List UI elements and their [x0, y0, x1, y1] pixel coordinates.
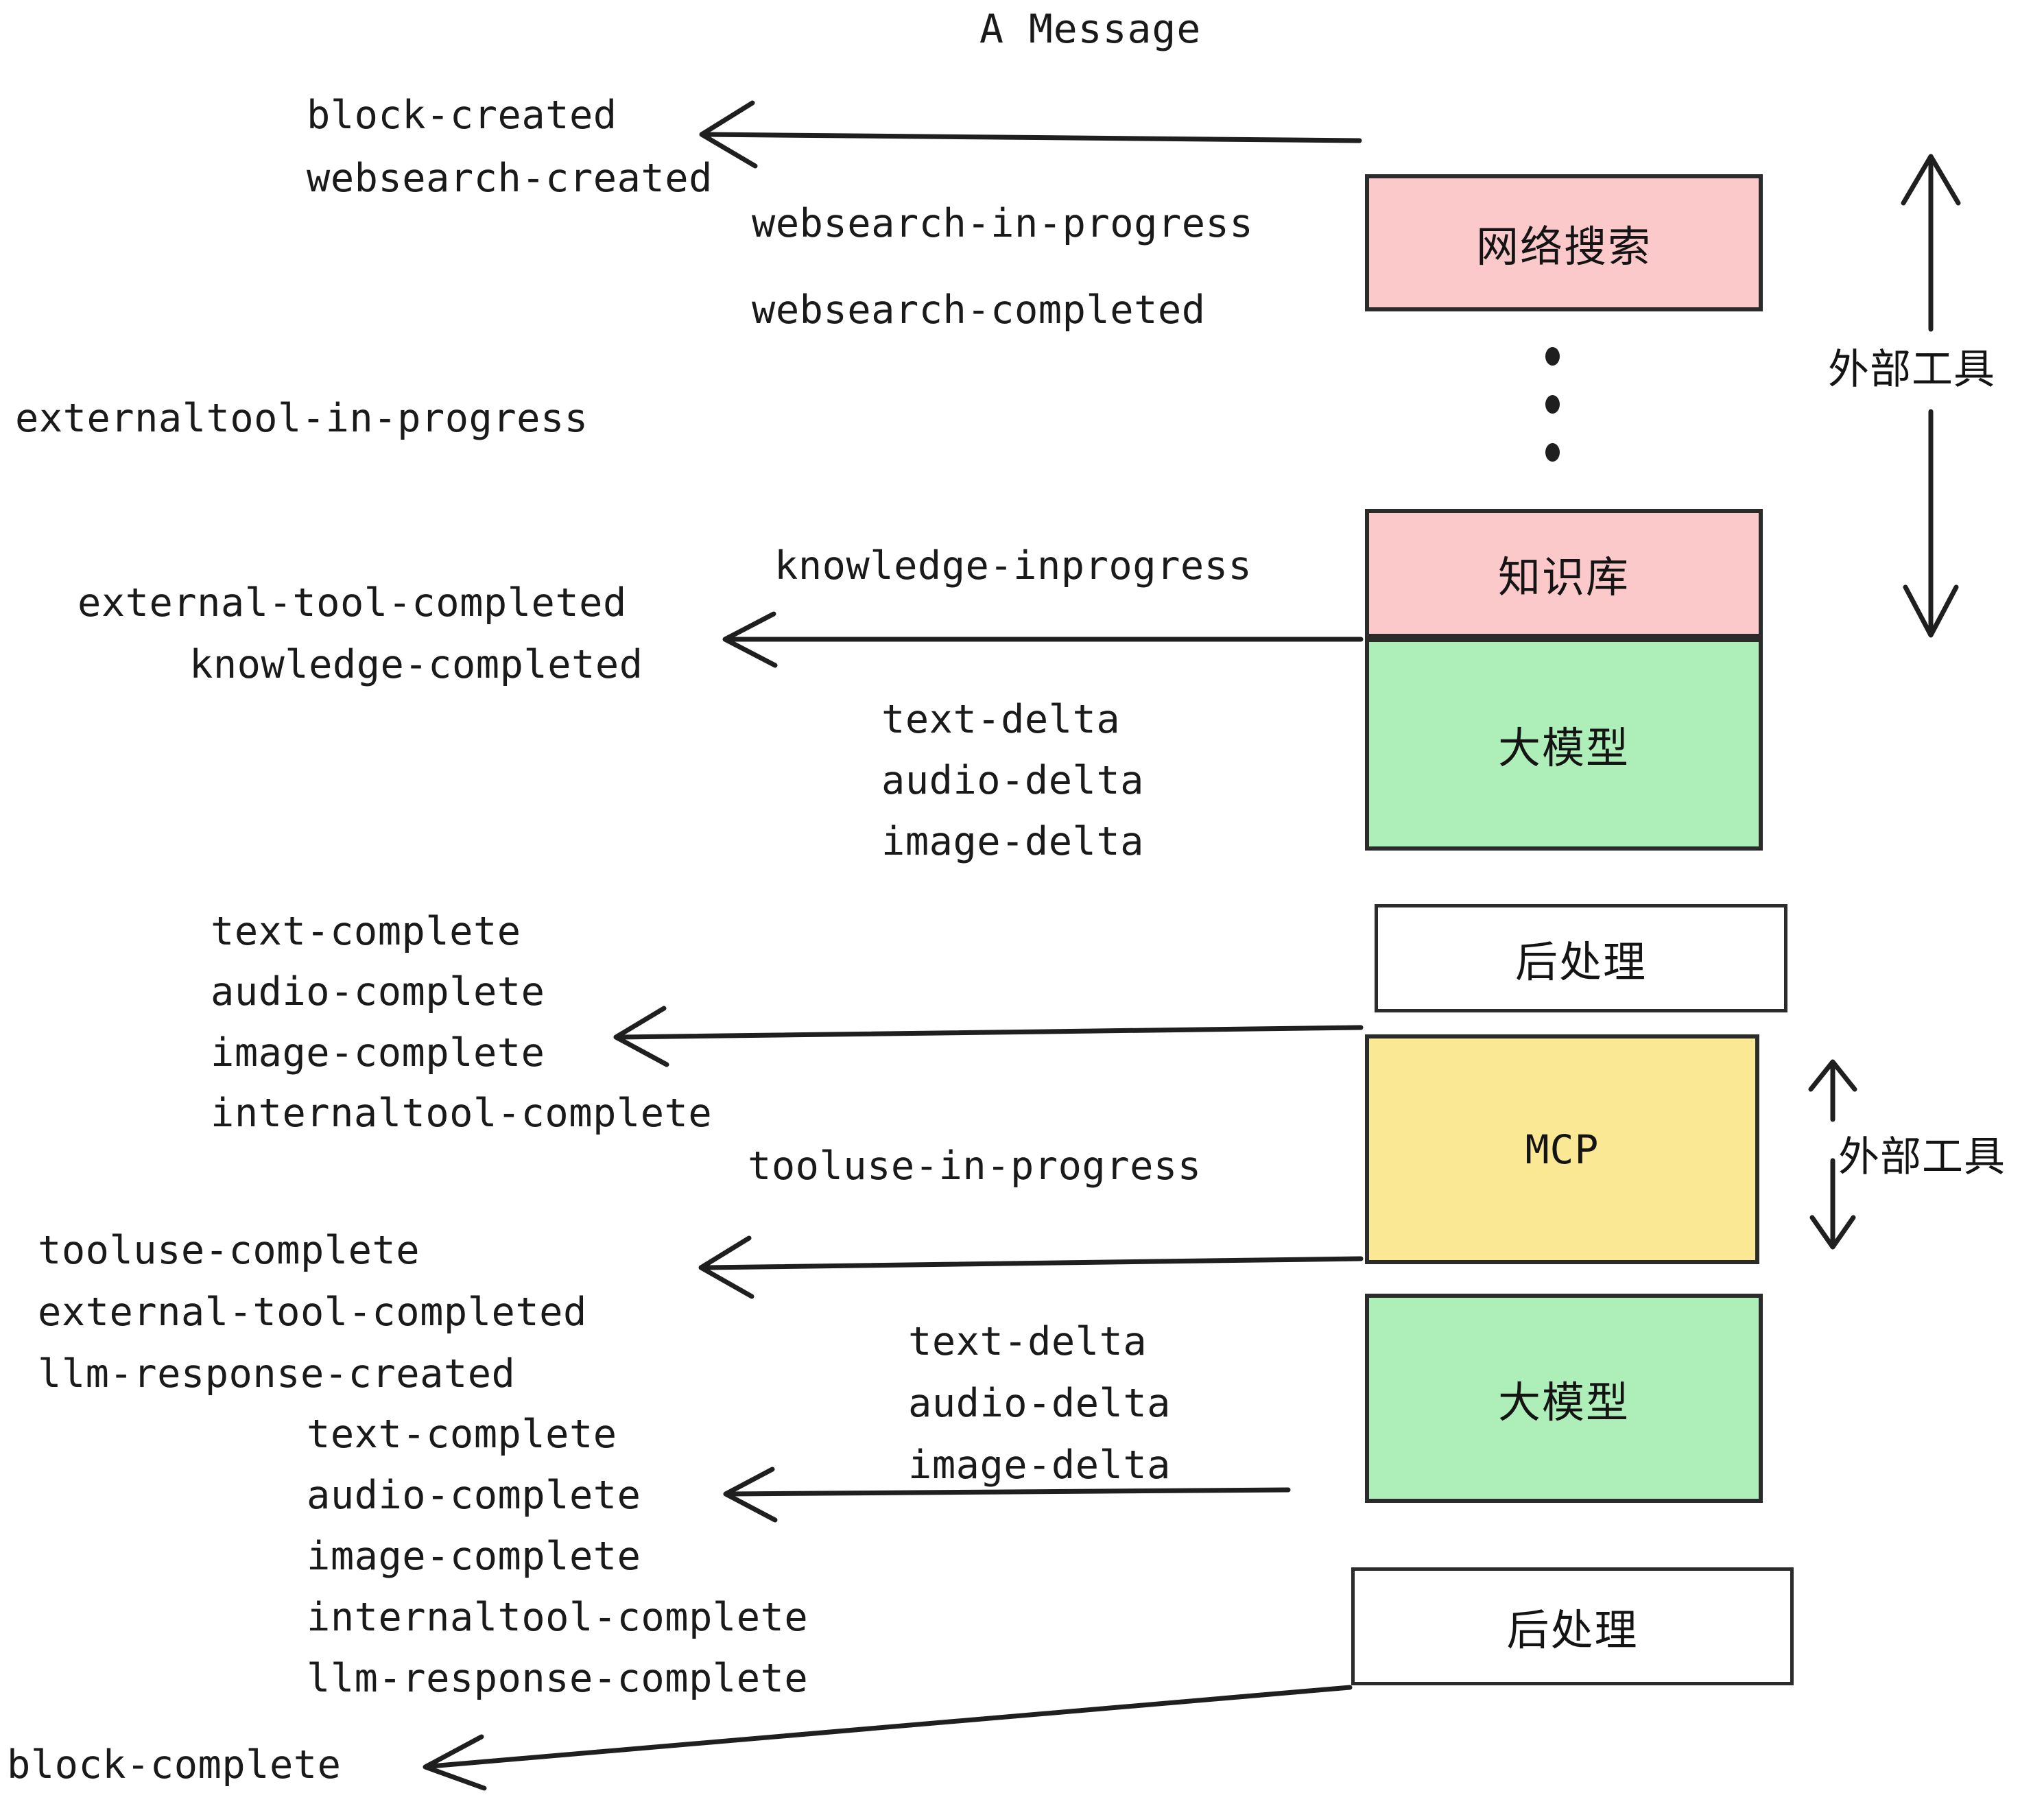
event-external-tool-completed-2: external-tool-completed: [38, 1290, 587, 1335]
box-llm-1-label: 大模型: [1497, 723, 1630, 773]
external-tools-top-down-head: [1903, 584, 1959, 638]
event-internaltool-complete-1: internaltool-complete: [211, 1091, 713, 1136]
external-tools-top-up-head: [1901, 154, 1961, 206]
box-llm-2-label: 大模型: [1497, 1377, 1630, 1427]
event-block-created: block-created: [307, 93, 617, 138]
arrow-mcp-to-toolusecomplete: [704, 1256, 1364, 1270]
event-audio-complete-2: audio-complete: [307, 1473, 641, 1518]
event-text-complete-1: text-complete: [211, 909, 521, 954]
arrowhead-block-complete: [423, 1734, 487, 1791]
event-tooluse-complete: tooluse-complete: [38, 1228, 420, 1273]
box-websearch: 网络搜索: [1365, 174, 1763, 311]
box-postprocess-2: 后处理: [1351, 1567, 1794, 1685]
arrowhead-image-complete: [613, 1006, 669, 1067]
external-tools-bottom-up-head: [1808, 1059, 1857, 1092]
box-knowledge-label: 知识库: [1497, 552, 1630, 602]
event-image-complete-1: image-complete: [211, 1030, 545, 1076]
event-text-complete-2: text-complete: [307, 1412, 617, 1457]
ellipsis-dot-2: [1545, 395, 1560, 414]
event-image-delta-2: image-delta: [908, 1443, 1171, 1488]
ellipsis-dot-3: [1545, 443, 1560, 462]
event-websearch-created: websearch-created: [307, 156, 713, 201]
arrowhead-tooluse-complete: [698, 1235, 754, 1299]
event-text-delta-2: text-delta: [908, 1319, 1148, 1364]
box-llm-1: 大模型: [1365, 638, 1763, 851]
box-postprocess-1-label: 后处理: [1514, 937, 1647, 987]
arrow-websearch-to-blockcreated: [704, 132, 1362, 143]
event-audio-complete-1: audio-complete: [211, 969, 545, 1014]
event-text-delta-1: text-delta: [881, 697, 1121, 742]
external-tools-bottom-down-head: [1809, 1215, 1856, 1250]
event-image-complete-2: image-complete: [307, 1534, 641, 1579]
event-llm-response-complete: llm-response-complete: [307, 1656, 809, 1701]
arrow-postprocess1-to-imagecomplete: [618, 1025, 1364, 1040]
box-mcp-label: MCP: [1525, 1126, 1600, 1173]
arrow-llm2-to-audiocomplete: [728, 1487, 1291, 1497]
event-llm-response-created: llm-response-created: [38, 1351, 516, 1397]
event-websearch-completed: websearch-completed: [752, 287, 1206, 333]
ellipsis-dot-1: [1545, 347, 1560, 366]
box-postprocess-1: 后处理: [1375, 904, 1787, 1012]
event-external-tool-completed-1: external-tool-completed: [78, 580, 627, 626]
event-internaltool-complete-2: internaltool-complete: [307, 1595, 809, 1640]
arrowhead-audio-complete: [723, 1467, 778, 1523]
event-knowledge-completed: knowledge-completed: [189, 642, 643, 687]
external-tools-top-label: 外部工具: [1828, 346, 1995, 394]
event-knowledge-inprogress: knowledge-inprogress: [774, 543, 1252, 589]
box-knowledge: 知识库: [1365, 509, 1763, 638]
diagram-title: A Message: [979, 5, 1202, 52]
event-websearch-in-progress: websearch-in-progress: [752, 201, 1254, 246]
arrowhead-knowledge-completed: [722, 611, 778, 668]
box-mcp: MCP: [1365, 1034, 1759, 1264]
box-llm-2: 大模型: [1365, 1294, 1763, 1503]
box-websearch-label: 网络搜索: [1475, 222, 1652, 272]
event-tooluse-in-progress: tooluse-in-progress: [748, 1143, 1202, 1189]
event-block-complete: block-complete: [7, 1742, 342, 1788]
external-tools-bottom-label: 外部工具: [1838, 1133, 2006, 1181]
box-postprocess-2-label: 后处理: [1506, 1605, 1639, 1655]
event-audio-delta-1: audio-delta: [881, 758, 1144, 803]
event-externaltool-in-progress: externaltool-in-progress: [15, 396, 589, 441]
event-image-delta-1: image-delta: [881, 819, 1144, 864]
event-audio-delta-2: audio-delta: [908, 1381, 1171, 1426]
